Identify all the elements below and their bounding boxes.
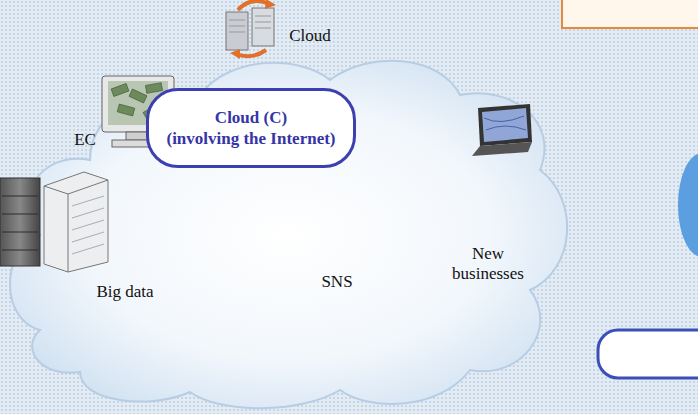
laptop-icon [472,104,532,156]
icon-label: EC [70,130,100,150]
partial-box [598,330,698,378]
cloud-shape [10,61,567,409]
icon-label: Big data [80,282,170,302]
server-icon [226,0,276,59]
server-rack-icon [0,172,108,272]
partial-box [562,0,698,28]
box-text: Cloud (C) [215,107,287,128]
icon-label: SNS [312,272,362,292]
box-text: (involving the Internet) [166,128,335,149]
rounded-box: Cloud (C)(involving the Internet) [146,88,355,168]
icon-label: New businesses [438,244,538,285]
partial-shape [678,153,698,257]
icon-label: Cloud [280,26,340,46]
